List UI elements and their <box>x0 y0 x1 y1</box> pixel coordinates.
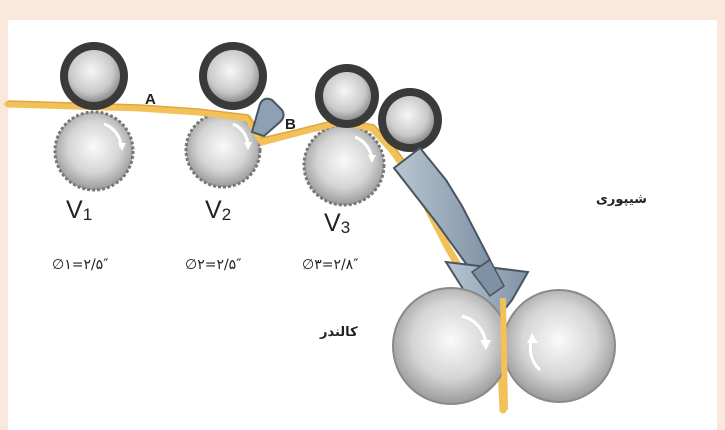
top-roll-v1 <box>60 42 128 110</box>
roll-v1-index: 1 <box>82 205 93 224</box>
roll-v2-letter: V <box>205 196 222 224</box>
roll-v1-label: V1 <box>66 196 92 225</box>
trumpet-label: شیپوری <box>596 192 647 207</box>
roll-v3-label: V3 <box>324 209 350 238</box>
bottom-roll-v3 <box>302 123 386 207</box>
roll-v1-letter: V <box>66 196 83 224</box>
top-roll-v2 <box>199 42 267 110</box>
calender-label: کالندر <box>320 325 358 340</box>
diameter-v1: ∅۱=۲/۵″ <box>52 257 109 273</box>
pressure-bar <box>250 97 285 138</box>
point-a-label: A <box>145 91 156 108</box>
point-b-label: B <box>285 116 296 133</box>
top-roll-v3 <box>315 64 379 128</box>
roll-v3-letter: V <box>324 209 341 237</box>
calender-roll-left <box>392 287 510 405</box>
calender-roll-right <box>502 289 616 403</box>
roll-v2-label: V2 <box>205 196 231 225</box>
bottom-roll-v2 <box>184 111 262 189</box>
diameter-v3: ∅۳=۲/۸″ <box>302 257 359 273</box>
diameter-v2: ∅۲=۲/۵″ <box>185 257 242 273</box>
roll-v2-index: 2 <box>221 205 232 224</box>
bottom-roll-v1 <box>53 110 135 192</box>
roll-v3-index: 3 <box>340 218 351 237</box>
delivery-top-roll <box>378 88 442 152</box>
